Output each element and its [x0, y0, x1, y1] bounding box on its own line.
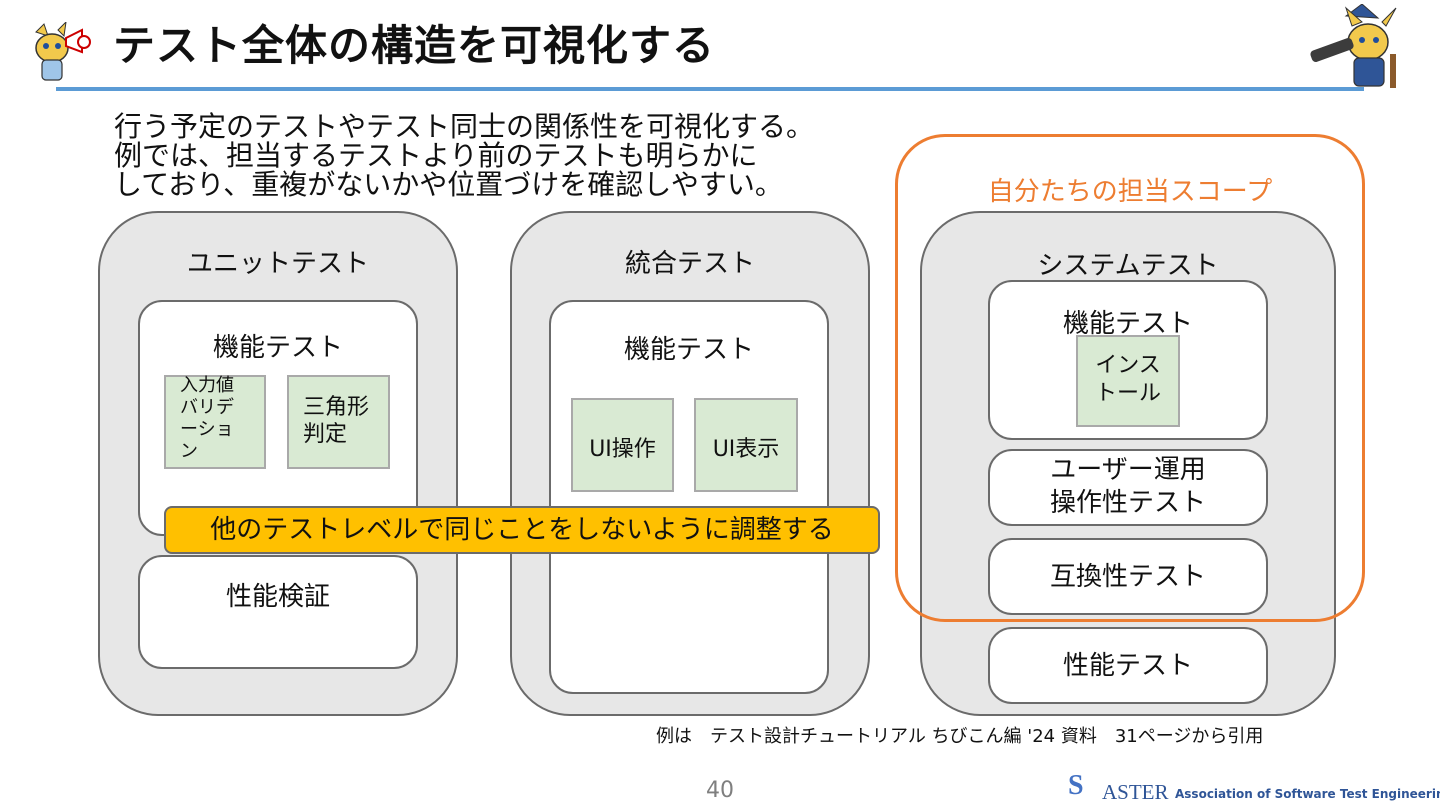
unit-item-input-validation-text: 入力値 バリデ ーショ ン: [180, 375, 234, 462]
system-performance-label: 性能テスト: [1062, 651, 1193, 681]
integration-item-ui-operation: [571, 398, 674, 492]
mascot-telescope-icon: [1306, 3, 1412, 90]
mascot-megaphone-icon: [22, 20, 92, 86]
system-item-install-text: インス トール: [1094, 353, 1161, 406]
integration-item-ui-operation-text: UI操作: [589, 437, 656, 462]
system-usability-label: ユーザー運用 操作性テスト: [1049, 455, 1206, 518]
system-performance-box: [988, 627, 1268, 704]
unit-functional-label: 機能テスト: [212, 333, 343, 363]
unit-item-triangle-text: 三角形 判定: [303, 395, 370, 447]
column-integration-test-label: 統合テスト: [624, 249, 755, 279]
system-compat-label: 互換性テスト: [1049, 562, 1206, 592]
coordination-banner: 他のテストレベルで同じことをしないように調整する: [164, 506, 880, 554]
system-usability-box: [988, 449, 1268, 526]
intro-text: 行う予定のテストやテスト同士の関係性を可視化する。 例では、担当するテストより前…: [114, 110, 815, 201]
aster-logo-word: ASTER: [1102, 780, 1169, 804]
unit-performance-box: [138, 555, 418, 669]
system-compat-box: [988, 538, 1268, 615]
unit-item-input-validation: [164, 375, 266, 469]
unit-item-triangle: [287, 375, 390, 469]
title-rule: [56, 87, 1364, 91]
citation: 例は テスト設計チュートリアル ちびこん編 '24 資料 31ページから引用: [656, 726, 1264, 747]
column-system-test-label: システムテスト: [1037, 251, 1219, 281]
unit-performance-label: 性能検証: [225, 582, 330, 612]
integration-functional-box: [549, 300, 829, 694]
integration-functional-label: 機能テスト: [623, 335, 754, 365]
scope-label: 自分たちの担当スコープ: [987, 177, 1273, 207]
page-number: 40: [706, 778, 734, 803]
aster-logo-mark: S: [1068, 770, 1084, 801]
system-functional-label: 機能テスト: [1062, 309, 1193, 339]
system-item-install: [1076, 335, 1180, 427]
page-title: テスト全体の構造を可視化する: [113, 21, 716, 70]
integration-item-ui-display-text: UI表示: [712, 437, 780, 462]
scope-highlight: [895, 134, 1365, 622]
integration-item-ui-display: [694, 398, 798, 492]
aster-logo-fullname: Association of Software Test Engineering: [1175, 787, 1440, 801]
column-unit-test-label: ユニットテスト: [186, 249, 369, 279]
